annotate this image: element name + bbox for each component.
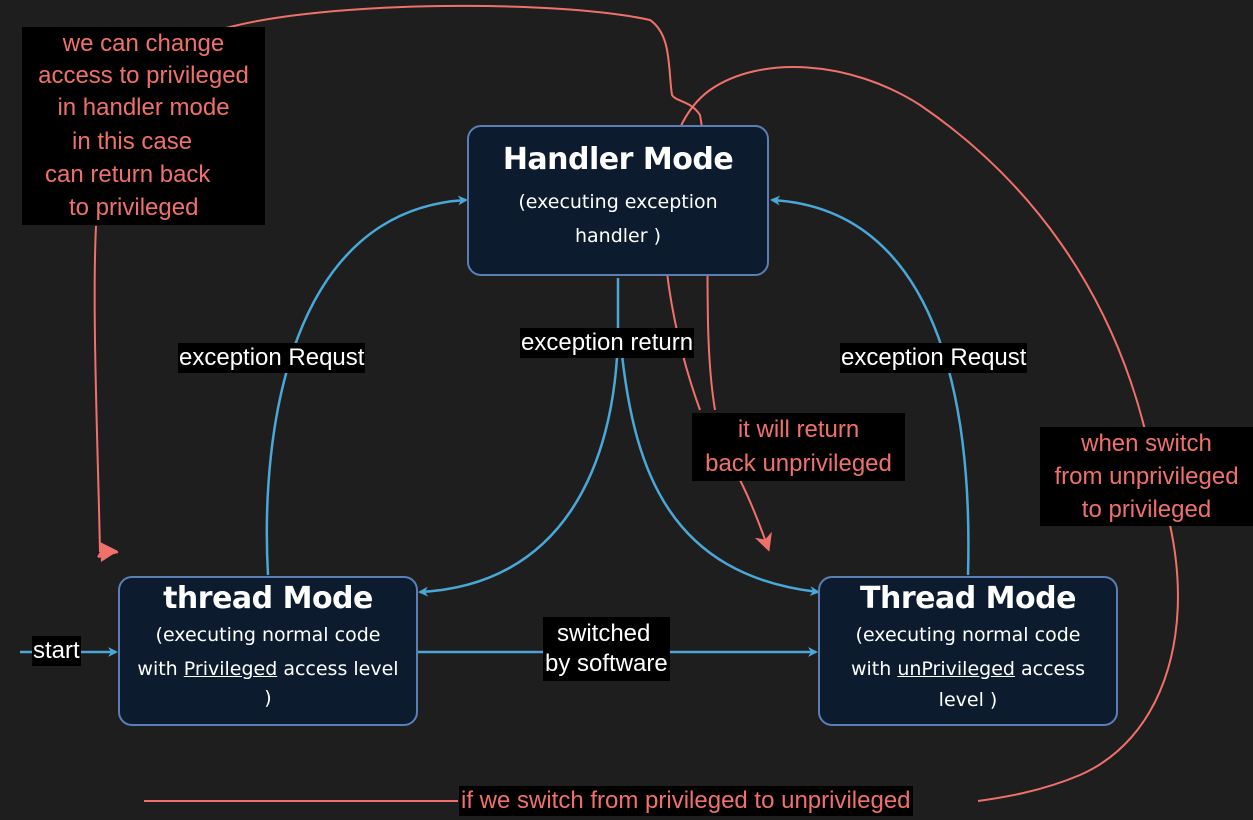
- thread-mode-privileged-desc: (executing normal code with Privileged a…: [120, 618, 416, 710]
- thread-unpriv-desc-underlined: unPrivileged: [897, 658, 1015, 680]
- thread-priv-desc-line3: ): [264, 687, 272, 709]
- thread-mode-privileged-node[interactable]: thread Mode (executing normal code with …: [118, 576, 418, 726]
- edge-exception-request-left: [265, 195, 468, 576]
- handler-mode-desc-line2: handler ): [574, 225, 662, 247]
- note-switch-to-unpriv: if we switch from privileged to unprivil…: [459, 786, 913, 816]
- note-handler-change-line3: in handler mode: [57, 94, 230, 121]
- note-handler-change: we can change access to privileged in ha…: [22, 27, 265, 225]
- thread-priv-desc-line1: (executing normal code: [155, 624, 381, 646]
- thread-priv-desc-pre: with: [137, 658, 184, 680]
- note-handler-change-line6: to privileged: [69, 194, 199, 221]
- thread-unpriv-desc-line1: (executing normal code: [855, 624, 1081, 646]
- thread-mode-unprivileged-node[interactable]: Thread Mode (executing normal code with …: [818, 576, 1118, 726]
- thread-priv-desc-post: access level: [277, 658, 399, 680]
- note-return-unpriv: it will return back unprivileged: [692, 413, 905, 481]
- thread-priv-desc-line2: with Privileged access level: [124, 652, 412, 686]
- note-return-unpriv-line1: it will return: [737, 416, 860, 443]
- thread-mode-unprivileged-title: Thread Mode: [860, 581, 1076, 616]
- thread-unpriv-desc-line3: level ): [938, 689, 998, 711]
- thread-unpriv-desc-line2: with unPrivileged access: [824, 652, 1112, 686]
- note-return-unpriv-line2: back unprivileged: [705, 450, 892, 477]
- handler-mode-desc: (executing exception handler ): [469, 185, 767, 253]
- handler-mode-node[interactable]: Handler Mode (executing exception handle…: [467, 125, 769, 276]
- edge-label-switched-line1: switched: [557, 620, 651, 647]
- edge-label-exception-return: exception return: [520, 328, 695, 358]
- note-handler-change-line5: can return back: [45, 161, 211, 188]
- handler-mode-desc-line1: (executing exception: [518, 191, 718, 213]
- note-switch-to-priv-line1: when switch: [1081, 430, 1212, 457]
- note-switch-to-priv: when switch from unprivileged to privile…: [1040, 427, 1253, 526]
- note-handler-change-line2: access to privileged: [38, 62, 249, 89]
- edge-exception-request-right: [770, 195, 970, 576]
- thread-priv-desc-underlined: Privileged: [183, 658, 278, 680]
- handler-mode-title: Handler Mode: [502, 142, 734, 177]
- edge-label-exception-request-left: exception Requst: [178, 343, 366, 373]
- note-switch-to-priv-line3: to privileged: [1081, 496, 1212, 523]
- note-switch-to-priv-line2: from unprivileged: [1054, 463, 1239, 490]
- thread-mode-privileged-title: thread Mode: [163, 581, 373, 616]
- edge-exception-return-right: [620, 354, 820, 597]
- edge-label-switched: switched by software: [543, 617, 670, 681]
- edge-label-exception-request-right: exception Requst: [840, 343, 1028, 373]
- note-handler-change-line1: we can change: [62, 30, 225, 57]
- thread-unpriv-desc-post: access: [1014, 658, 1086, 680]
- thread-mode-unprivileged-desc: (executing normal code with unPrivileged…: [820, 618, 1116, 714]
- note-line-return-unpriv: [739, 479, 772, 552]
- edge-label-start: start: [32, 636, 81, 666]
- note-handler-change-line4: in this case: [72, 128, 193, 155]
- note-line-handler-change: [93, 225, 119, 558]
- thread-unpriv-desc-pre: with: [850, 658, 898, 680]
- note-line-switch-bottom: [144, 524, 1179, 802]
- edge-exception-return-left: [418, 278, 620, 597]
- edge-label-switched-line2: by software: [545, 650, 668, 677]
- note-arrowhead-handler-change: [100, 542, 118, 562]
